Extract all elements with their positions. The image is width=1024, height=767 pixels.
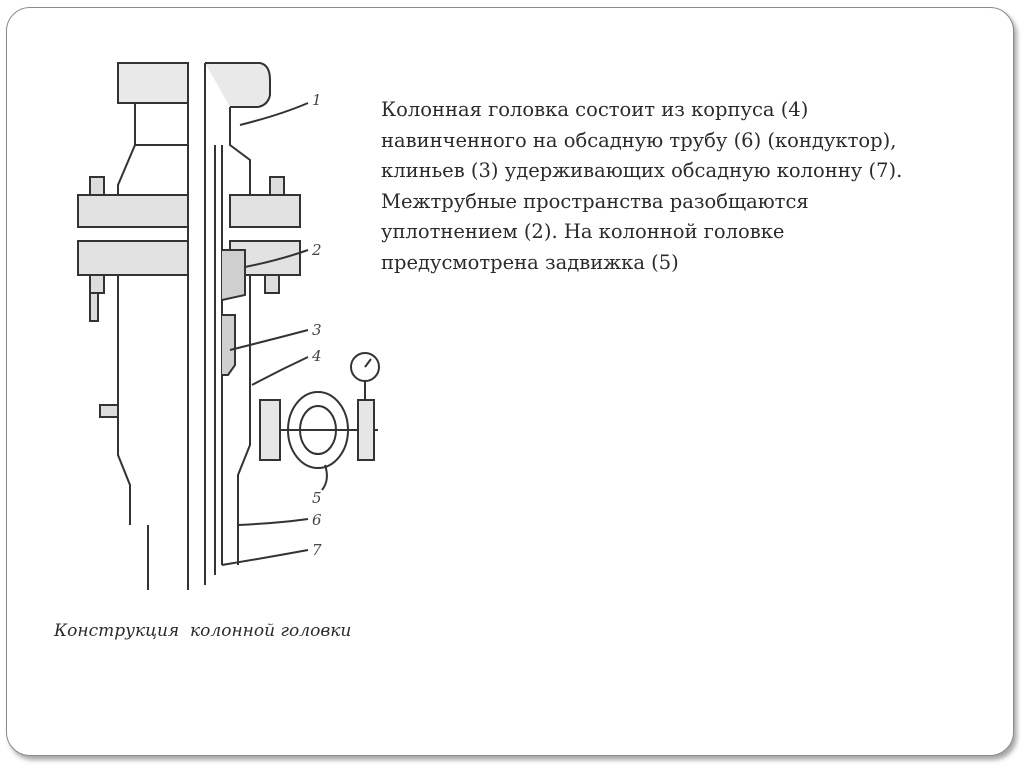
label-4: 4: [311, 347, 322, 365]
label-2: 2: [311, 241, 322, 259]
description-text: Колонная головка состоит из корпуса (4) …: [381, 98, 903, 274]
label-1: 1: [312, 91, 322, 109]
label-3: 3: [312, 321, 322, 339]
label-5: 5: [312, 489, 322, 507]
column-head-diagram: 1 2 3 4 5 6 7: [77, 62, 380, 590]
slide-frame: [6, 7, 1014, 756]
label-7: 7: [312, 541, 322, 559]
label-6: 6: [312, 511, 322, 529]
diagram-caption: Конструкция колонной головки: [54, 621, 352, 641]
